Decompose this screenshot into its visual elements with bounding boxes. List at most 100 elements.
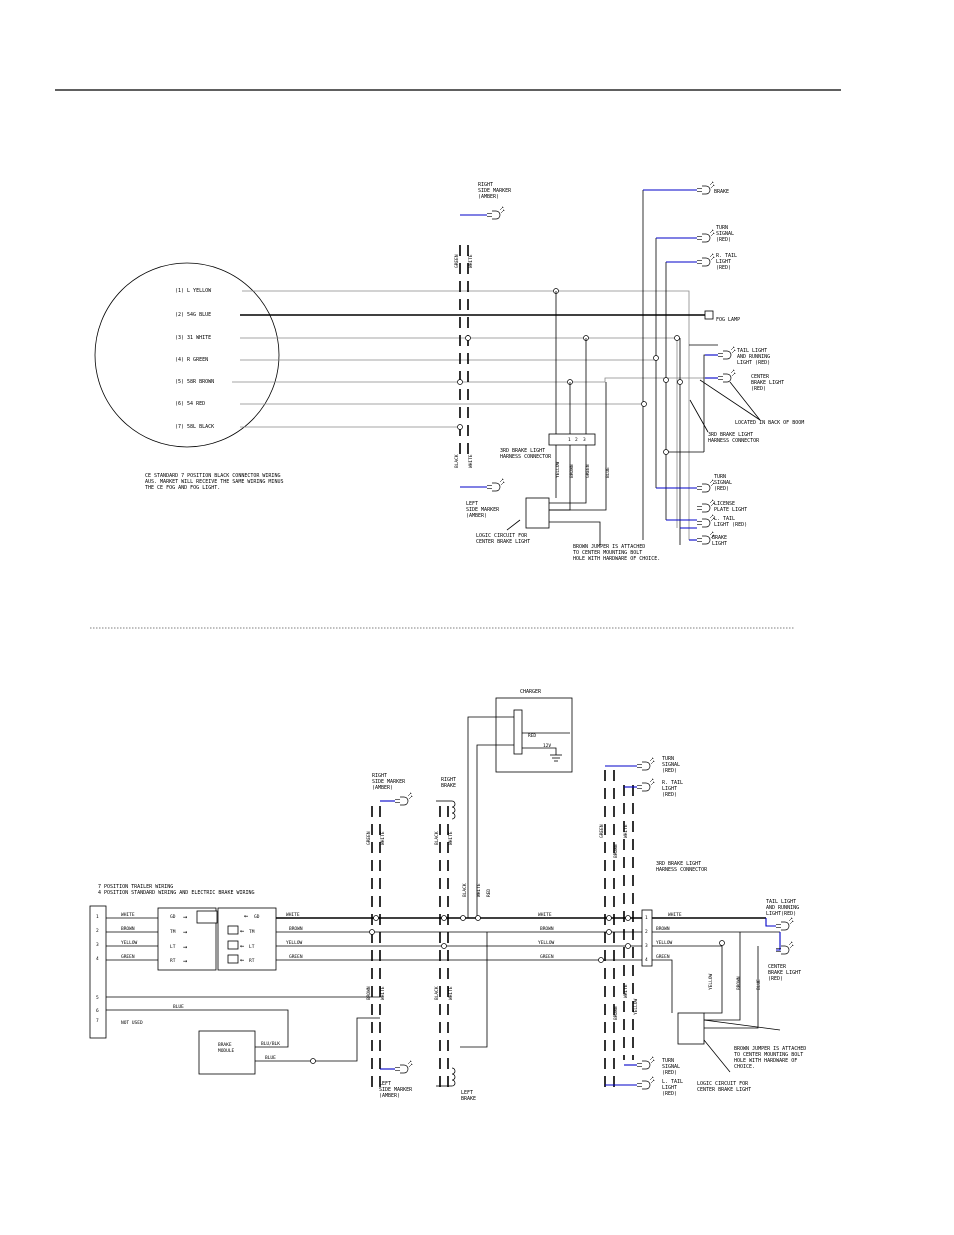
svg-text:WHITE: WHITE (538, 912, 552, 918)
wire-label: WHITE (468, 254, 474, 268)
turn-bulb-icon (696, 479, 715, 493)
harness-connector (641, 909, 653, 967)
svg-text:6: 6 (96, 1008, 99, 1014)
svg-text:1: 1 (96, 914, 99, 920)
svg-text:←: ← (240, 927, 244, 935)
fog-lamp-label: FOG LAMP (716, 317, 740, 323)
svg-text:4: 4 (96, 956, 99, 962)
svg-text:BLACK: BLACK (434, 986, 440, 1000)
connector-note: CE STANDARD 7 POSITION BLACK CONNECTOR W… (145, 473, 283, 491)
left-marker-bulb-icon (394, 1060, 413, 1074)
svg-text:→: → (183, 943, 187, 951)
left-pin-numbers: 1 2 3 4 5 6 7 (96, 914, 99, 1024)
charger-label: CHARGER (520, 689, 542, 695)
svg-text:YELLOW: YELLOW (633, 998, 639, 1015)
junction-nodes (457, 288, 683, 455)
pin-label: (7) 58L BLACK (175, 424, 214, 430)
pin-label: (2) 54G BLUE (175, 312, 211, 318)
svg-text:WHITE: WHITE (668, 912, 682, 918)
trailer-connector-strip (89, 905, 107, 1039)
svg-text:3: 3 (645, 943, 648, 949)
svg-text:←: ← (240, 956, 244, 964)
svg-text:BLACK: BLACK (462, 883, 468, 897)
plug-pins: GD TM LT RT → → → → (170, 913, 187, 965)
fog-lamp-icon (704, 310, 714, 320)
pin-label: (3) 31 WHITE (175, 335, 211, 341)
charger-box (495, 697, 573, 773)
svg-text:LT: LT (170, 944, 176, 950)
svg-text:WHITE: WHITE (380, 831, 386, 845)
svg-text:BROWN: BROWN (366, 986, 372, 1000)
vertical-wire-labels: GREEN WHITE BLACK WHITE BLACK WHITE RED … (366, 824, 762, 1020)
svg-text:GD: GD (170, 914, 176, 920)
svg-text:BROWN: BROWN (540, 926, 554, 932)
svg-text:→: → (183, 957, 187, 965)
svg-text:RT: RT (170, 958, 176, 964)
svg-text:WHITE: WHITE (448, 831, 454, 845)
center-brake-bulb-icon (717, 369, 736, 383)
logic-circuit-box (525, 497, 550, 529)
svg-text:5: 5 (96, 995, 99, 1001)
charger-terminal (513, 709, 523, 755)
left-brake-coil-icon (451, 1067, 456, 1087)
svg-text:NOT USED: NOT USED (121, 1020, 143, 1026)
lamp-leads (460, 189, 718, 541)
svg-text:BROWN: BROWN (656, 926, 670, 932)
main-wires: WHITE BROWN YELLOW GREEN WHITE BROWN YEL… (276, 912, 642, 961)
svg-text:BLUE: BLUE (756, 979, 762, 990)
svg-text:GREEN: GREEN (540, 954, 554, 960)
wire-label: BLACK (454, 454, 460, 468)
wire-label: BROWN (569, 464, 575, 478)
svg-text:TM: TM (170, 929, 176, 935)
svg-text:BROWN: BROWN (736, 976, 742, 990)
svg-text:GD: GD (254, 914, 260, 920)
svg-text:2: 2 (96, 928, 99, 934)
license-bulb-icon (696, 499, 715, 513)
pin-label: (5) 58R BROWN (175, 379, 214, 385)
brake-bulb-icon (696, 181, 715, 195)
tail-bulb-icon (696, 253, 715, 267)
charger-red-label: RED (528, 733, 536, 739)
svg-text:WHITE: WHITE (121, 912, 135, 918)
wire-label: GREEN (585, 464, 591, 478)
junction-nodes (369, 915, 725, 963)
svg-text:BROWN: BROWN (121, 926, 135, 932)
svg-text:RT: RT (249, 958, 255, 964)
turn-bulb-icon (636, 1056, 655, 1070)
svg-text:GREEN: GREEN (289, 954, 303, 960)
svg-text:YELLOW: YELLOW (286, 940, 303, 946)
harness-pin: 2 (575, 437, 578, 443)
svg-text:WHITE: WHITE (623, 824, 629, 838)
plug-gd-pin (196, 910, 218, 924)
harness-connector (548, 433, 596, 446)
svg-text:LT: LT (249, 944, 255, 950)
wire-label: GREEN (454, 254, 460, 268)
diagram-ce-standard: (1) L YELLOW (2) 54G BLUE (3) 31 WHITE (… (94, 181, 804, 562)
right-marker-bulb-icon (394, 792, 413, 806)
svg-text:←: ← (244, 912, 248, 920)
svg-text:YELLOW: YELLOW (538, 940, 555, 946)
harness-pins: 1 2 3 4 (645, 915, 648, 963)
wire-label: BLUE (605, 467, 611, 478)
blue-label: BLUE (265, 1055, 276, 1061)
svg-text:GREEN: GREEN (121, 954, 135, 960)
connector-circle (94, 262, 280, 448)
tail-running-bulb-icon (717, 346, 736, 360)
svg-text:YELLOW: YELLOW (708, 973, 714, 990)
